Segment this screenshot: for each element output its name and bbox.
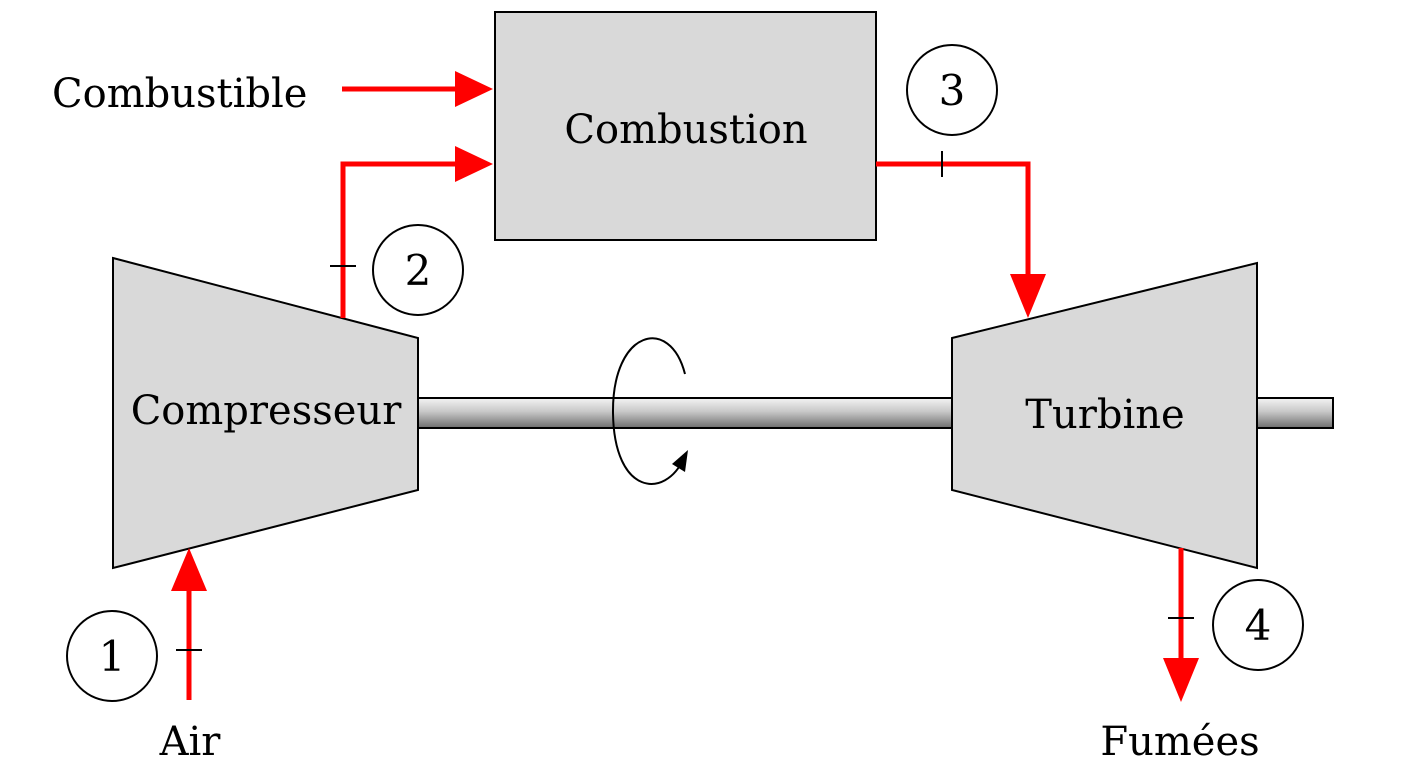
combustion-chamber bbox=[494, 11, 877, 241]
turbine bbox=[951, 261, 1258, 570]
svg-text:3: 3 bbox=[939, 66, 966, 115]
state-2-badge: 2 bbox=[372, 224, 464, 316]
turbine-label: Turbine bbox=[1025, 392, 1184, 438]
fuel-inlet-arrow bbox=[342, 71, 493, 107]
svg-text:2: 2 bbox=[405, 246, 432, 295]
rotation-arrow-icon bbox=[611, 337, 688, 485]
state-1-badge: 1 bbox=[66, 610, 158, 702]
svg-text:1: 1 bbox=[99, 632, 126, 681]
svg-text:4: 4 bbox=[1245, 601, 1272, 650]
compressor-label: Compresseur bbox=[131, 388, 403, 434]
compressor bbox=[112, 256, 419, 570]
fuel-label: Combustible bbox=[52, 71, 307, 117]
air-inlet-arrow bbox=[171, 548, 207, 700]
state-4-badge: 4 bbox=[1212, 579, 1304, 671]
hot-gas-flow-arrow bbox=[876, 161, 1046, 318]
exhaust-arrow bbox=[1163, 548, 1199, 702]
exhaust-label: Fumées bbox=[1100, 719, 1259, 765]
air-label: Air bbox=[159, 719, 222, 765]
combustion-label: Combustion bbox=[564, 107, 807, 153]
state-3-badge: 3 bbox=[906, 44, 998, 136]
